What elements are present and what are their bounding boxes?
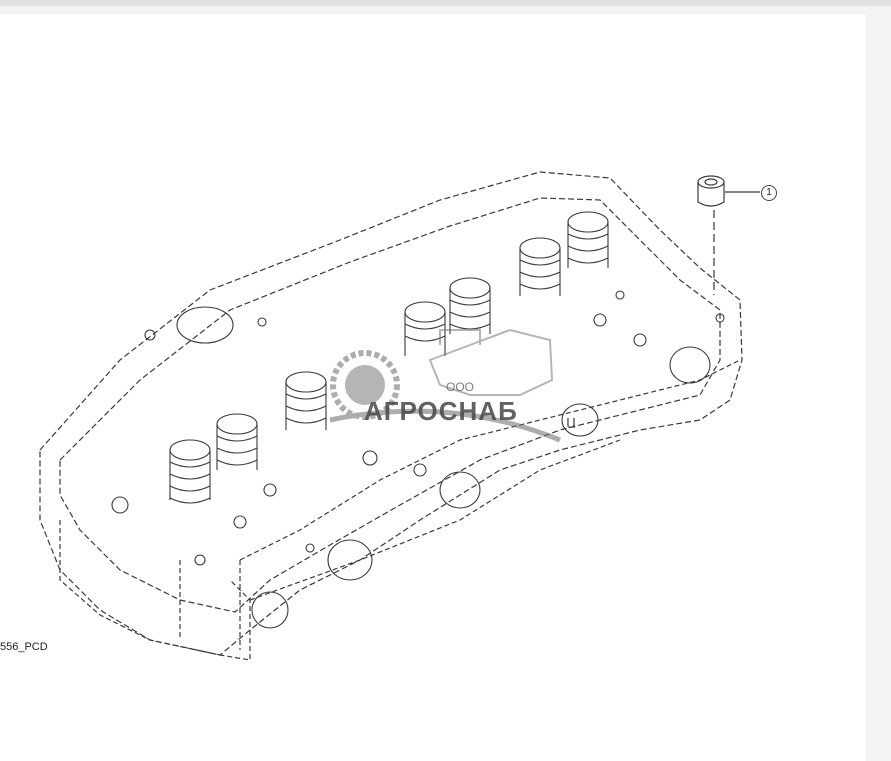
spring-1 [169, 439, 211, 504]
top-bar [0, 0, 891, 6]
figure-reference-code: 556_PCD [0, 641, 48, 653]
spring-7 [567, 211, 609, 268]
head-outline-inner [59, 197, 721, 613]
watermark-prefix: ООО [446, 380, 475, 394]
spring-6 [519, 237, 561, 296]
right-gutter [866, 14, 891, 761]
head-outline-top [39, 171, 743, 656]
callout-number: 1 [761, 185, 777, 201]
spring-2 [216, 413, 258, 470]
head-lower-face [59, 520, 251, 661]
spring-4 [404, 301, 446, 356]
valve-springs [169, 211, 609, 504]
watermark-company-name: АГРОСНАБ [364, 396, 518, 426]
head-bottom-edge [179, 439, 621, 650]
head-right-face [239, 359, 741, 561]
ports [111, 290, 725, 629]
spring-5 [449, 277, 491, 334]
spring-3 [285, 371, 327, 430]
plug-part-icon [697, 175, 760, 295]
watermark-logo [329, 328, 561, 443]
watermark-suffix: u [566, 412, 577, 432]
